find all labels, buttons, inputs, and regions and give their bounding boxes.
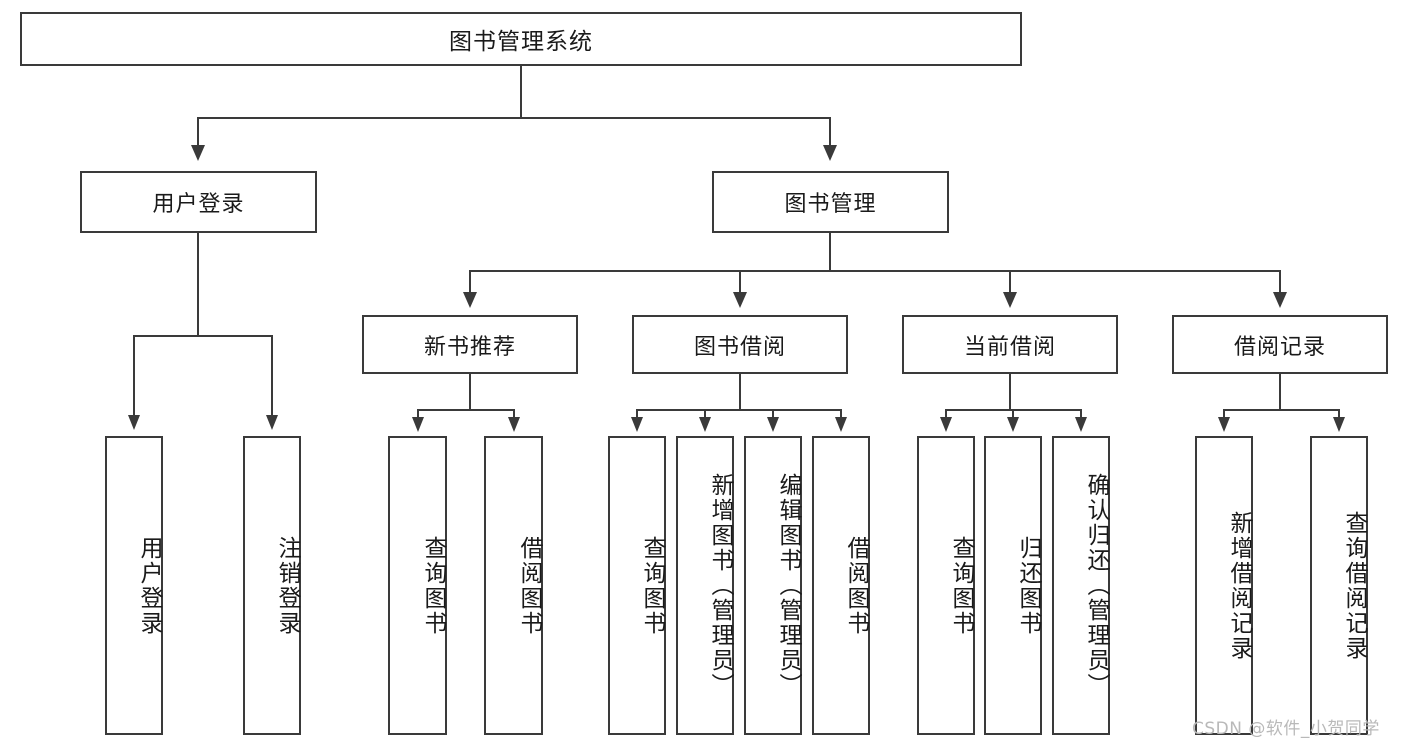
node-book-borrowing[interactable]: 图书借阅 — [632, 315, 848, 374]
connector-borrow-record-leaf-1 — [1223, 409, 1225, 419]
node-label: 图书借阅 — [693, 334, 786, 360]
node-borrowing-records[interactable]: 借阅记录 — [1172, 315, 1388, 374]
leaf-cur-confirm-return[interactable]: 确认归还（管理员） — [1052, 436, 1110, 735]
connector-new-book-rec-leaf-1 — [417, 409, 419, 419]
connector-user-login-to-leaf-1 — [133, 335, 135, 417]
leaf-borrow-edit-book[interactable]: 编辑图书（管理员） — [744, 436, 802, 735]
arrowhead-root-to-user-login — [191, 145, 205, 161]
connector-root-to-book-mgmt — [829, 117, 831, 147]
node-label: 新增借阅记录 — [1226, 510, 1252, 661]
connector-borrow-record-stem — [1279, 374, 1281, 410]
connector-current-borrow-leaf-3 — [1080, 409, 1082, 419]
node-label: 图书管理系统 — [449, 29, 593, 55]
node-new-book-recommendation[interactable]: 新书推荐 — [362, 315, 578, 374]
arrowhead-user-login-leaf-1 — [128, 415, 140, 430]
node-root-book-management-system[interactable]: 图书管理系统 — [20, 12, 1022, 66]
node-book-management[interactable]: 图书管理 — [712, 171, 949, 233]
node-label: 注销登录 — [274, 535, 300, 636]
connector-book-mgmt-to-current-borrow — [1009, 270, 1011, 294]
connector-user-login-bar — [133, 335, 272, 337]
node-label: 借阅图书 — [843, 535, 869, 636]
connector-book-borrow-leaf-4 — [840, 409, 842, 419]
leaf-rec-query-book[interactable]: 查询图书 — [388, 436, 447, 735]
leaf-cur-return-book[interactable]: 归还图书 — [984, 436, 1042, 735]
connector-book-borrow-stem — [739, 374, 741, 410]
connector-book-mgmt-to-new-book-rec — [469, 270, 471, 294]
leaf-borrow-add-book[interactable]: 新增图书（管理员） — [676, 436, 734, 735]
connector-root-stem — [520, 66, 522, 118]
leaf-borrow-borrow-book[interactable]: 借阅图书 — [812, 436, 870, 735]
arrowhead-book-borrow-leaf-1 — [631, 417, 643, 432]
connector-book-mgmt-to-book-borrow — [739, 270, 741, 294]
node-label: 归还图书 — [1015, 535, 1041, 636]
connector-book-mgmt-bar — [469, 270, 1280, 272]
connector-new-book-rec-stem — [469, 374, 471, 410]
arrowhead-current-borrow-leaf-2 — [1007, 417, 1019, 432]
leaf-logout[interactable]: 注销登录 — [243, 436, 301, 735]
connector-user-login-stem — [197, 233, 199, 336]
arrowhead-borrow-record-leaf-1 — [1218, 417, 1230, 432]
arrowhead-book-borrow-leaf-3 — [767, 417, 779, 432]
connector-root-to-user-login — [197, 117, 199, 147]
leaf-rec-borrow-book[interactable]: 借阅图书 — [484, 436, 543, 735]
node-label: 用户登录 — [136, 535, 162, 636]
arrowhead-book-borrow-leaf-4 — [835, 417, 847, 432]
node-label: 确认归还（管理员） — [1083, 473, 1109, 698]
connector-current-borrow-leaf-2 — [1012, 409, 1014, 419]
node-label: 图书管理 — [784, 192, 877, 217]
node-user-login[interactable]: 用户登录 — [80, 171, 317, 233]
connector-book-mgmt-stem — [829, 233, 831, 271]
leaf-cur-query-book[interactable]: 查询图书 — [917, 436, 975, 735]
arrowhead-book-borrow-leaf-2 — [699, 417, 711, 432]
node-label: 查询借阅记录 — [1341, 510, 1367, 661]
node-label: 新书推荐 — [423, 334, 516, 360]
leaf-user-login[interactable]: 用户登录 — [105, 436, 163, 735]
connector-current-borrow-stem — [1009, 374, 1011, 410]
arrowhead-borrow-record — [1273, 292, 1287, 308]
arrowhead-borrow-record-leaf-2 — [1333, 417, 1345, 432]
leaf-borrow-query-book[interactable]: 查询图书 — [608, 436, 666, 735]
leaf-rec-query-record[interactable]: 查询借阅记录 — [1310, 436, 1368, 735]
arrowhead-new-book-rec-leaf-2 — [508, 417, 520, 432]
node-label: 当前借阅 — [963, 334, 1056, 360]
connector-new-book-rec-bar — [417, 409, 514, 411]
node-label: 新增图书（管理员） — [707, 473, 733, 698]
connector-book-borrow-leaf-2 — [704, 409, 706, 419]
connector-borrow-record-bar — [1223, 409, 1339, 411]
connector-user-login-to-leaf-2 — [271, 335, 273, 417]
node-label: 查询图书 — [420, 535, 446, 636]
connector-book-mgmt-to-borrow-record — [1279, 270, 1281, 294]
arrowhead-user-login-leaf-2 — [266, 415, 278, 430]
connector-root-bar — [197, 117, 831, 119]
node-label: 编辑图书（管理员） — [775, 473, 801, 698]
leaf-rec-add-record[interactable]: 新增借阅记录 — [1195, 436, 1253, 735]
arrowhead-book-borrow — [733, 292, 747, 308]
arrowhead-new-book-rec-leaf-1 — [412, 417, 424, 432]
connector-current-borrow-leaf-1 — [945, 409, 947, 419]
node-label: 查询图书 — [948, 535, 974, 636]
connector-book-borrow-leaf-3 — [772, 409, 774, 419]
node-current-borrowing[interactable]: 当前借阅 — [902, 315, 1118, 374]
node-label: 借阅图书 — [516, 535, 542, 636]
watermark: CSDN @软件_小贺同学 — [1192, 719, 1380, 739]
node-label: 查询图书 — [639, 535, 665, 636]
connector-new-book-rec-leaf-2 — [513, 409, 515, 419]
arrowhead-root-to-book-mgmt — [823, 145, 837, 161]
connector-book-borrow-leaf-1 — [636, 409, 638, 419]
arrowhead-current-borrow-leaf-1 — [940, 417, 952, 432]
node-label: 借阅记录 — [1233, 334, 1326, 360]
connector-borrow-record-leaf-2 — [1338, 409, 1340, 419]
node-label: 用户登录 — [152, 192, 245, 217]
arrowhead-current-borrow — [1003, 292, 1017, 308]
connector-book-borrow-bar — [636, 409, 841, 411]
arrowhead-current-borrow-leaf-3 — [1075, 417, 1087, 432]
arrowhead-new-book-rec — [463, 292, 477, 308]
